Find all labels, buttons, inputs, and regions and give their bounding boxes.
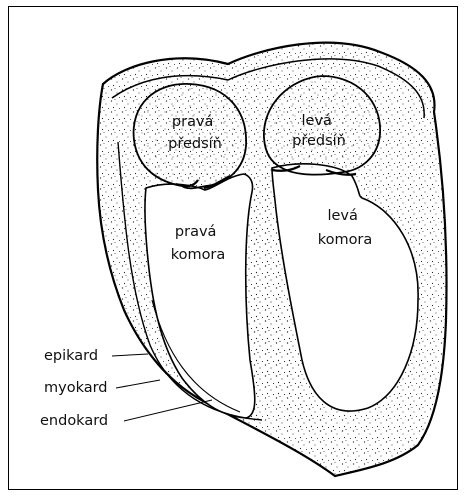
myocardium-label: myokard	[44, 380, 108, 396]
epikard-leader-line	[112, 354, 148, 356]
right-ventricle-cavity	[145, 174, 255, 418]
epicardium-label: epikard	[44, 348, 98, 364]
endocardium-label: endokard	[40, 413, 108, 429]
myokard-leader-line	[116, 380, 160, 388]
endokard-leader-line	[124, 400, 212, 421]
